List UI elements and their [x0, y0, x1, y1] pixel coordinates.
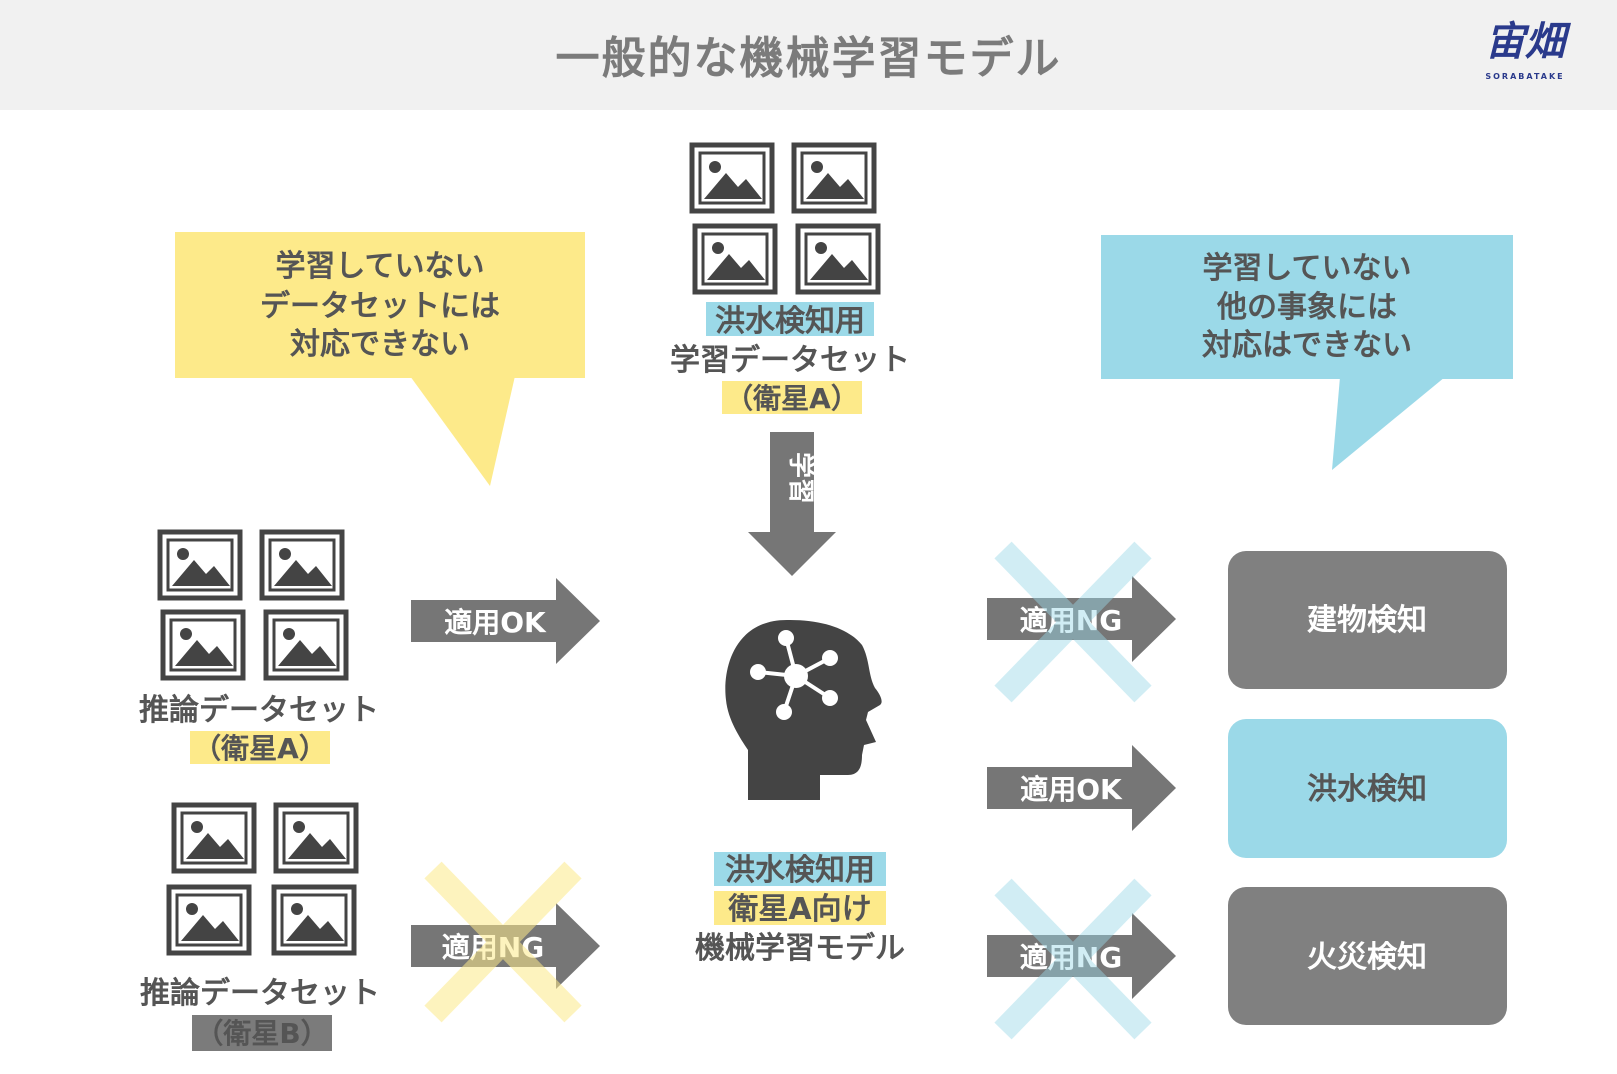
model-highlight-yellow	[714, 891, 886, 925]
inference-b-icons	[169, 805, 356, 953]
image-icon	[695, 226, 775, 292]
image-icon	[266, 612, 346, 678]
learn-arrow: 学習	[748, 432, 836, 576]
header-bar	[0, 0, 1617, 110]
output-arrow-1-label: 適用NG	[1020, 604, 1122, 637]
output-arrow-2: 適用OK	[987, 745, 1176, 831]
training-dataset-icons	[692, 145, 878, 292]
output-arrow-1: 適用NG	[987, 576, 1176, 662]
task-box-building-label: 建物検知	[1307, 603, 1427, 638]
image-icon	[174, 805, 254, 871]
cross-mark-yellow	[424, 861, 582, 1023]
training-label-1: 洪水検知用	[715, 304, 865, 339]
callout-left-line-2: データセットには	[260, 289, 500, 324]
apply-ok-arrow-left-label: 適用OK	[444, 606, 547, 639]
logo: 宙畑 SORABATAKE	[1460, 16, 1590, 92]
cross-mark-blue-3	[994, 878, 1152, 1040]
callout-right-line-2: 他の事象には	[1216, 290, 1397, 325]
model-label-1: 洪水検知用	[725, 853, 875, 888]
task-box-building: 建物検知	[1228, 551, 1507, 689]
inference-b-label-1: 推論データセット	[140, 976, 380, 1011]
inference-a-label-2: （衛星A）	[193, 732, 327, 765]
inference-b-label-2: （衛星B）	[195, 1017, 328, 1050]
apply-ok-arrow-left: 適用OK	[411, 578, 600, 664]
image-icon	[163, 612, 243, 678]
task-box-fire: 火災検知	[1228, 887, 1507, 1025]
image-icon	[160, 532, 240, 598]
ml-model-head-icon	[725, 619, 882, 800]
image-icon	[794, 145, 874, 211]
inference-a-icons	[160, 532, 346, 678]
task-box-fire-label: 火災検知	[1307, 940, 1427, 975]
task-box-flood-label: 洪水検知	[1307, 772, 1427, 807]
inference-b-highlight	[192, 1015, 332, 1051]
output-arrow-3: 適用NG	[987, 913, 1176, 999]
output-arrow-3-label: 適用NG	[1020, 941, 1122, 974]
output-arrow-2-label: 適用OK	[1020, 773, 1123, 806]
training-highlight-blue	[706, 302, 874, 336]
callout-right: 学習していない 他の事象には 対応はできない	[1101, 235, 1513, 470]
logo-subtitle: SORABATAKE	[1485, 72, 1565, 81]
training-label-3: （衛星A）	[725, 382, 859, 415]
model-label-3: 機械学習モデル	[695, 931, 905, 966]
image-icon	[262, 532, 342, 598]
callout-right-line-3: 対応はできない	[1202, 328, 1412, 363]
image-icon	[274, 887, 354, 953]
model-highlight-blue	[714, 852, 886, 886]
inference-a-highlight	[190, 731, 330, 764]
callout-left: 学習していない データセットには 対応できない	[175, 232, 585, 486]
image-icon	[692, 145, 772, 211]
image-icon	[169, 887, 249, 953]
training-label-2: 学習データセット	[670, 343, 910, 378]
cross-mark-blue-1	[994, 541, 1152, 703]
logo-mark: 宙畑	[1485, 19, 1565, 65]
callout-left-line-1: 学習していない	[275, 249, 484, 284]
page-title: 一般的な機械学習モデル	[555, 33, 1062, 84]
image-icon	[276, 805, 356, 871]
inference-a-label-1: 推論データセット	[139, 693, 379, 728]
learn-arrow-label: 学習	[785, 452, 816, 504]
callout-left-line-3: 対応できない	[290, 327, 470, 362]
task-box-flood: 洪水検知	[1228, 719, 1507, 858]
image-icon	[798, 226, 878, 292]
training-highlight-yellow	[722, 381, 862, 414]
model-label-2: 衛星A向け	[727, 892, 871, 927]
callout-right-line-1: 学習していない	[1202, 251, 1411, 286]
